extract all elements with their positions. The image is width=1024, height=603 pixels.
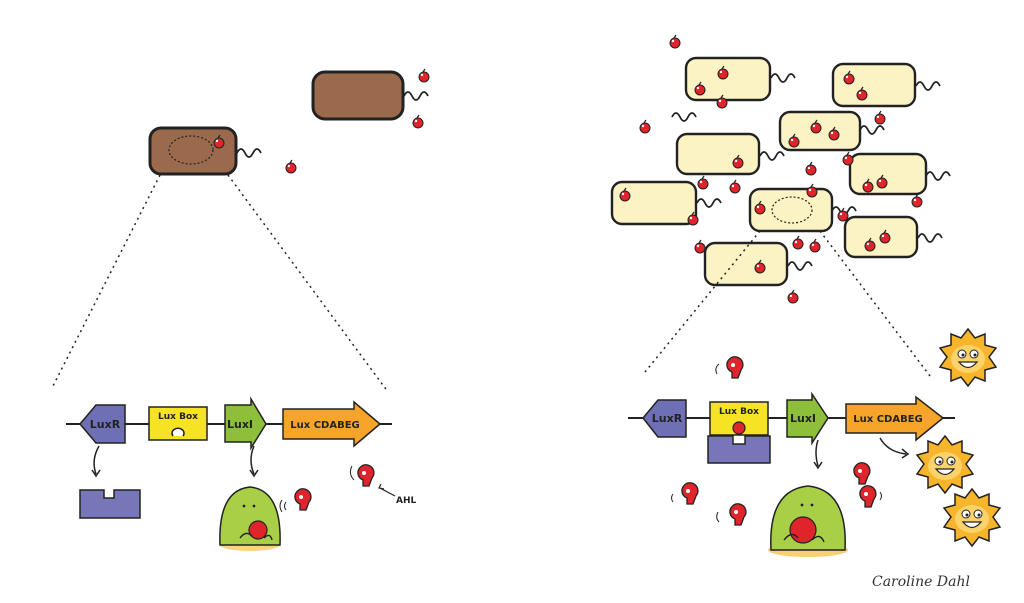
zoom-line [819, 230, 931, 377]
gene-luxcdabeg-left: Lux CDABEG [282, 400, 382, 448]
ahl-molecule [285, 159, 297, 174]
light-emission-arrow [879, 437, 907, 455]
low-density-panel: LuxR Lux Box LuxI Lux CDABEG [51, 68, 430, 551]
dark-bacterium-cell [311, 70, 429, 121]
luxbox-label: Lux Box [158, 412, 198, 422]
ahl-molecule-large [726, 356, 744, 379]
luxr-protein [79, 489, 141, 519]
luxr-label: LuxR [90, 418, 121, 431]
expression-arrow [815, 439, 819, 467]
ahl-molecule-large [729, 503, 747, 526]
zoom-line [644, 230, 761, 373]
luxbox-label: Lux Box [719, 407, 759, 417]
zoom-line [51, 174, 161, 389]
gene-luxi-left: LuxI [224, 396, 267, 451]
gene-luxi-right: LuxI [786, 391, 829, 446]
ahl-molecule-large [294, 488, 312, 511]
bacteria-cluster [610, 56, 928, 287]
zoom-circle [771, 196, 813, 224]
luxcdabeg-label: Lux CDABEG [290, 420, 359, 431]
glowing-sun-icon [939, 328, 997, 387]
ahl-molecule [418, 68, 430, 83]
luxi-label: LuxI [227, 418, 253, 431]
luxi-enzyme-creature [219, 486, 281, 551]
ahl-label: AHL [396, 496, 416, 506]
luxi-enzyme-creature-active [768, 485, 848, 557]
gene-luxbox-right: Lux Box [707, 401, 771, 464]
gene-luxr-right: LuxR [642, 399, 687, 438]
artist-signature: Caroline Dahl [872, 574, 970, 590]
ahl-molecule [412, 114, 424, 129]
ahl-pointer-arrow [379, 487, 396, 497]
luxr-protein-bound [707, 435, 771, 464]
dark-bacterium-cell-zoomed [148, 126, 262, 176]
glowing-sun-icon [943, 488, 1001, 547]
gene-luxcdabeg-right: Lux CDABEG [845, 395, 945, 442]
ahl-molecule-large [681, 482, 699, 505]
zoom-line [227, 174, 389, 393]
glowing-sun-icon [916, 435, 974, 494]
luxcdabeg-label: Lux CDABEG [853, 414, 922, 425]
expression-arrow [250, 445, 255, 475]
luxr-label: LuxR [652, 412, 683, 425]
gene-luxr-left: LuxR [79, 404, 126, 444]
high-density-panel: LuxR Lux Box LuxI Lux CDABEG [610, 34, 1001, 557]
gene-luxbox-left: Lux Box [148, 406, 208, 441]
ahl-molecule-large [853, 462, 871, 485]
luxi-label: LuxI [790, 412, 816, 425]
ahl-molecule-large [357, 464, 375, 487]
expression-arrow [93, 445, 100, 475]
ahl-molecule-large [859, 485, 877, 508]
